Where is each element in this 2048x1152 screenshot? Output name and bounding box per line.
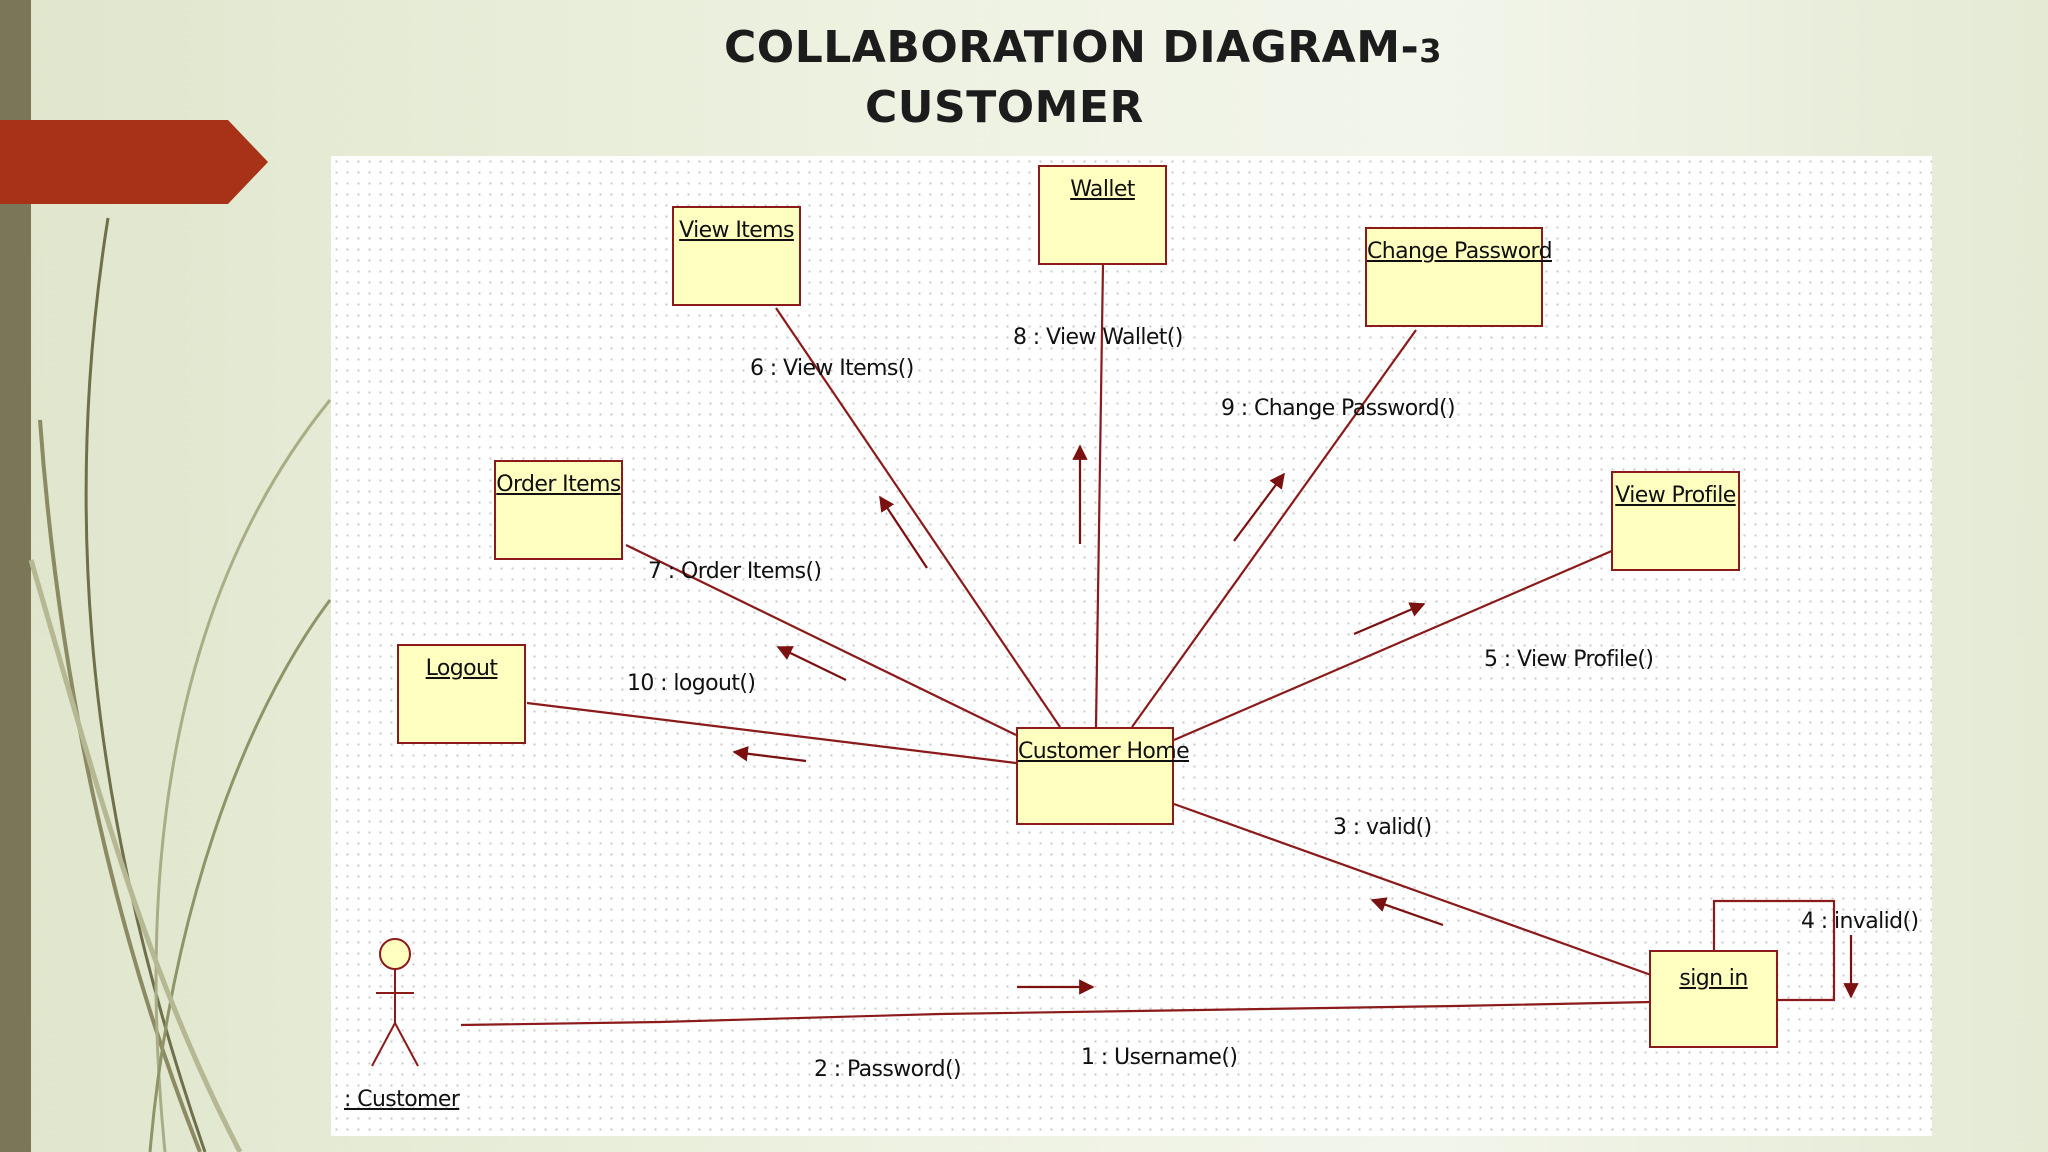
message-arrow-logout [732,746,807,763]
decorative-stroke [84,217,207,1152]
object-view-items[interactable]: View Items [672,206,801,306]
object-label: sign in [1679,966,1748,991]
actor-leg-left [371,1022,396,1067]
object-label: View Profile [1615,483,1736,508]
link-actor-sign-in [460,1000,1652,1027]
self-link-sign-in [1712,899,1836,1002]
decorative-stroke [154,399,332,1152]
slide-title: COLLABORATION DIAGRAM-3 [724,26,2048,70]
link-home-sign-in [1173,802,1652,977]
link-home-view-profile [1173,548,1615,742]
object-label: Wallet [1070,177,1135,202]
message-label-change-password: 9 : Change Password() [1221,396,1456,421]
message-arrow-valid [1370,897,1444,927]
slide-title-suffix: 3 [1419,32,1443,70]
object-label: Customer Home [1018,739,1190,764]
link-home-order-items [625,544,1017,736]
actor-label-customer: : Customer [344,1087,460,1112]
actor-figure [371,938,419,1067]
object-label: Change Password [1367,239,1553,264]
decorative-stroke [38,419,202,1152]
message-label-valid: 3 : valid() [1333,815,1432,840]
object-customer-home[interactable]: Customer Home [1016,727,1190,825]
link-home-view-items [775,307,1061,728]
decorative-stroke [28,559,243,1152]
message-arrow-view-profile [1353,602,1426,636]
object-label: View Items [679,218,794,243]
message-label-password: 2 : Password() [814,1057,962,1082]
message-label-username: 1 : Username() [1081,1045,1238,1070]
link-home-logout [526,701,1017,765]
message-label-order-items: 7 : Order Items() [648,559,822,584]
message-arrow-view-items [879,495,928,569]
actor-head [379,938,411,970]
message-arrow-order-items [776,646,847,681]
message-label-view-wallet: 8 : View Wallet() [1013,325,1183,350]
decorative-stroke [148,599,332,1152]
message-label-view-items: 6 : View Items() [750,356,914,381]
slide-title-main: COLLABORATION DIAGRAM- [724,22,1420,73]
slide-subtitle: CUSTOMER [865,82,1144,133]
message-label-invalid: 4 : invalid() [1801,909,1919,934]
object-label: Logout [425,656,498,681]
message-label-view-profile: 5 : View Profile() [1484,647,1654,672]
object-logout[interactable]: Logout [397,644,526,744]
actor-leg-right [394,1022,419,1067]
object-view-profile[interactable]: View Profile [1611,471,1740,571]
message-arrow-change-password [1233,472,1285,542]
object-label: Order Items [496,472,621,497]
object-order-items[interactable]: Order Items [494,460,623,560]
message-label-logout: 10 : logout() [627,671,756,696]
accent-arrow [0,120,268,204]
object-wallet[interactable]: Wallet [1038,165,1167,265]
link-home-wallet [1094,263,1105,728]
object-change-password[interactable]: Change Password [1365,227,1553,327]
object-sign-in[interactable]: sign in [1649,950,1778,1048]
link-home-change-password [1131,329,1417,728]
